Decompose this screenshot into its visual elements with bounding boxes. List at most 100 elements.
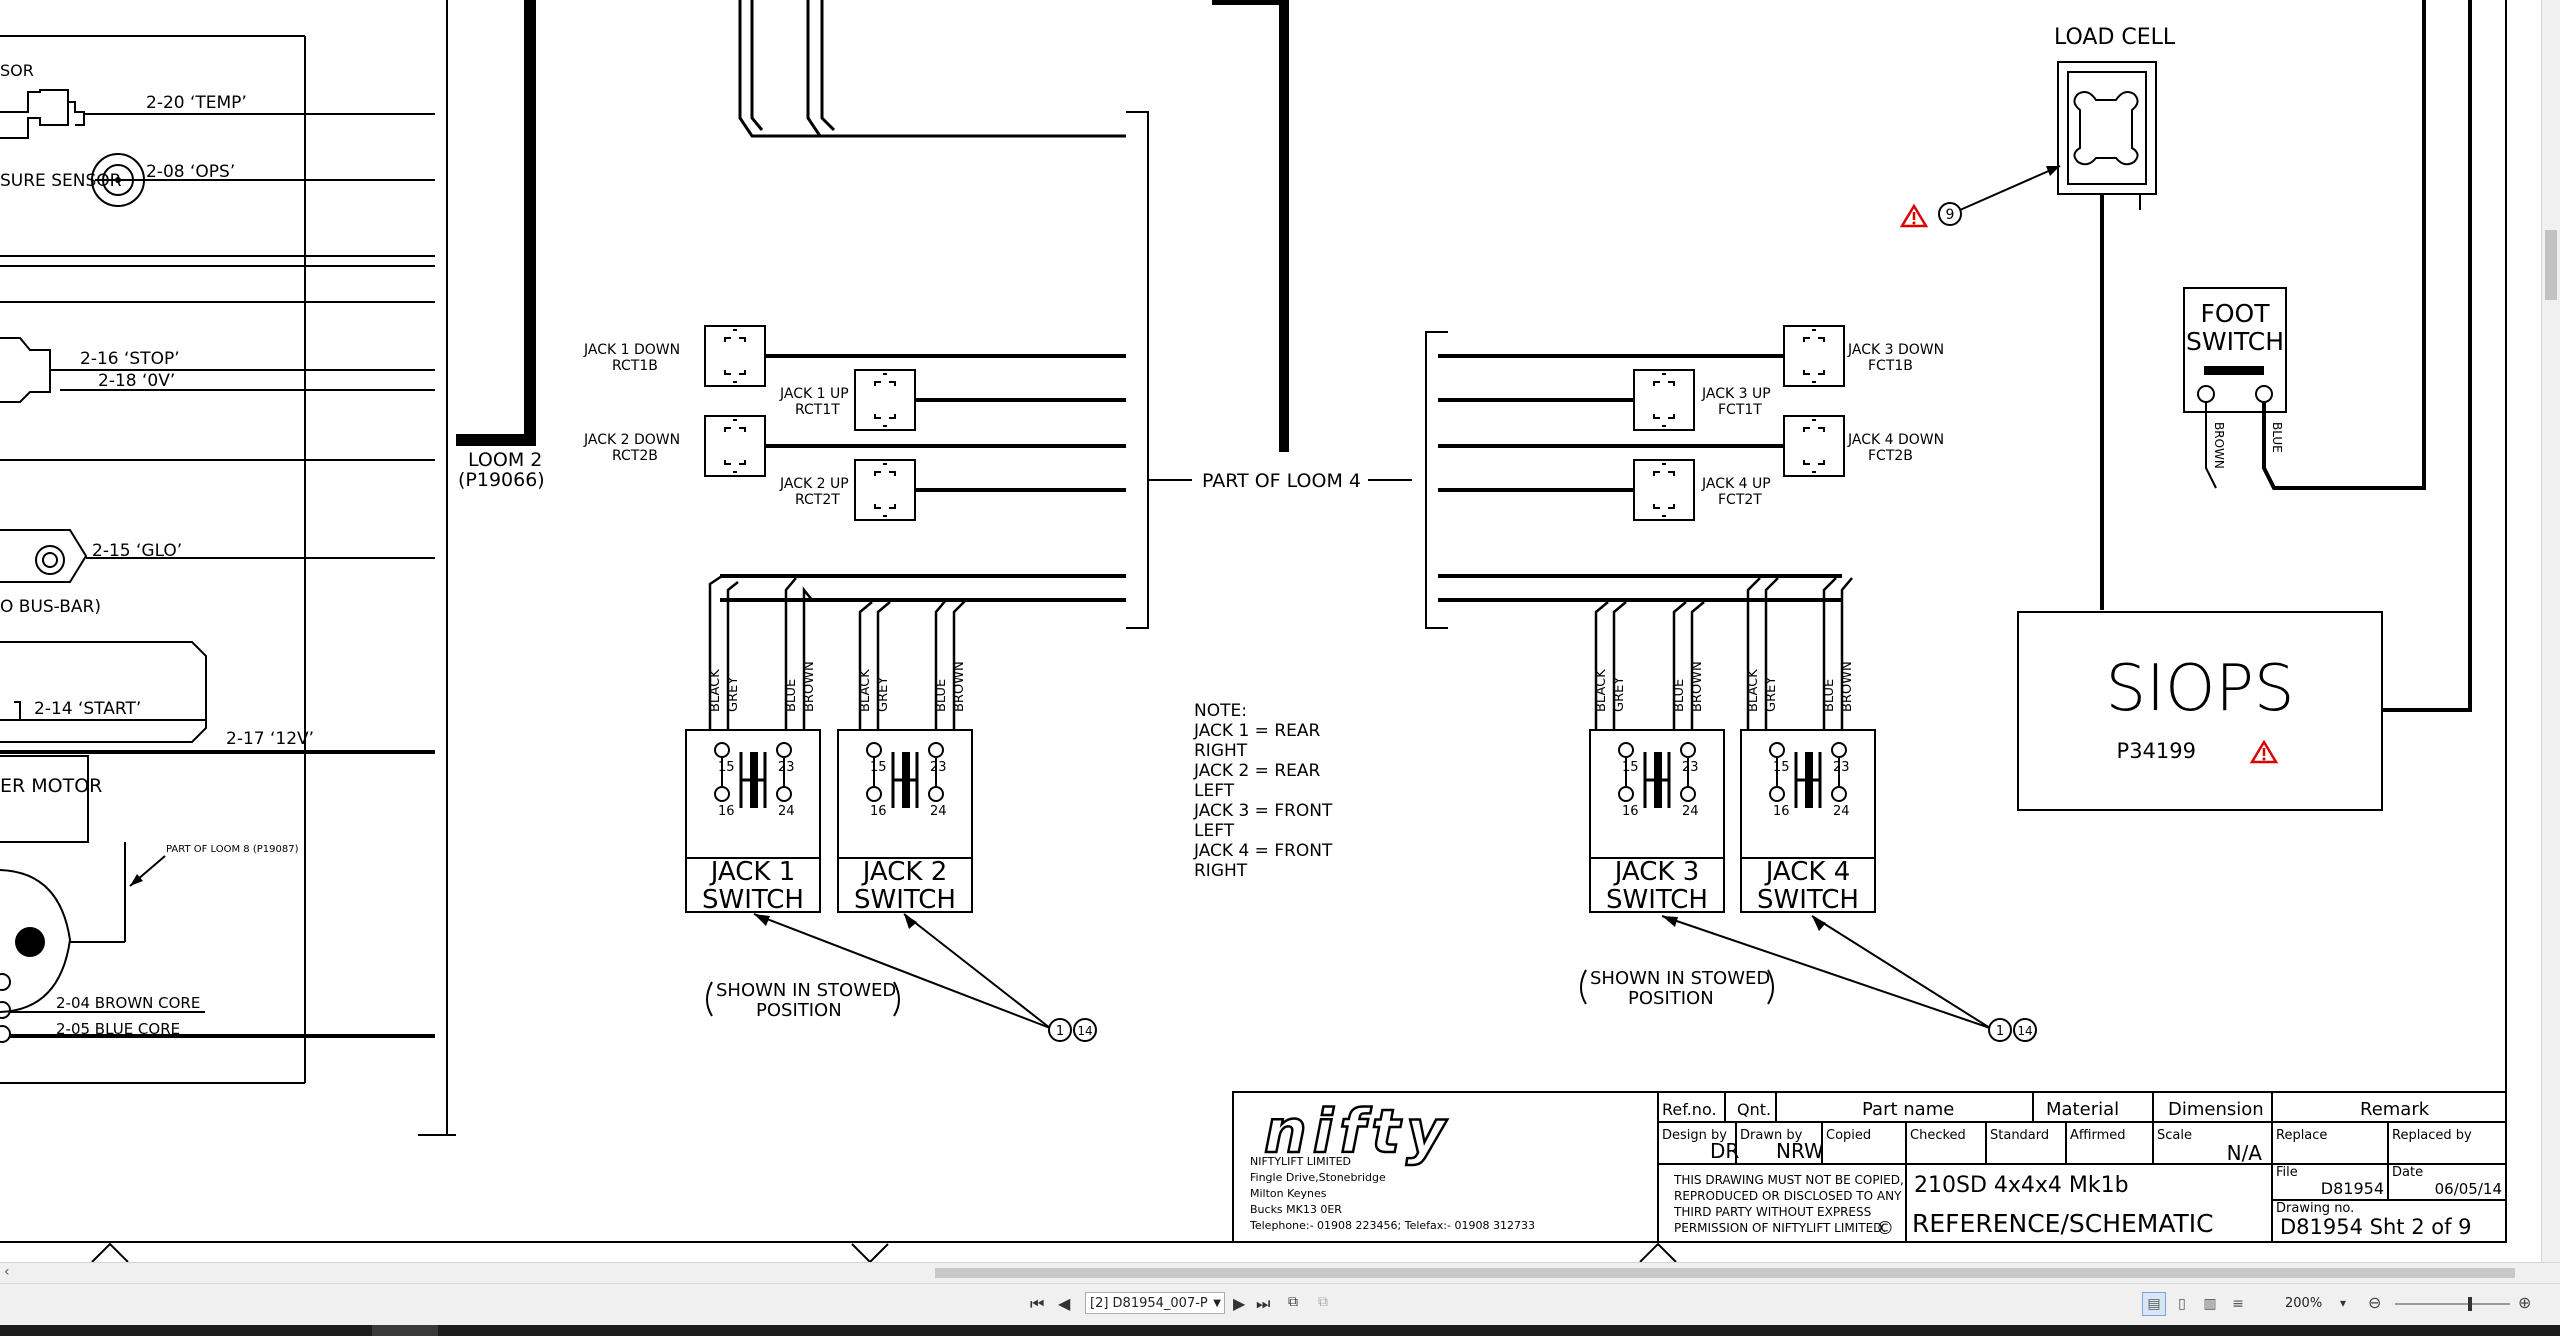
wire-label-black: BLACK — [858, 669, 873, 712]
label-replace: Replace — [2276, 1128, 2327, 1143]
copyright-note: THIRD PARTY WITHOUT EXPRESS — [1673, 1205, 1871, 1219]
glo-wire-label: 2-15 ‘GLO’ — [92, 541, 182, 561]
jack4-up-code: FCT2T — [1718, 492, 1762, 508]
continuous-view-icon[interactable]: ▯ — [2178, 1296, 2186, 1312]
next-page-icon[interactable]: ▶ — [1233, 1294, 1246, 1313]
wire-label-blue: BLUE — [1822, 679, 1837, 712]
note-line: LEFT — [1194, 821, 1235, 841]
stowed-note: SHOWN IN STOWED — [716, 980, 896, 1001]
zoom-dropdown-icon[interactable]: ▾ — [2340, 1296, 2347, 1310]
company-address: Bucks MK13 0ER — [1250, 1203, 1342, 1216]
header-dimension: Dimension — [2168, 1099, 2264, 1120]
switch-label: SWITCH — [854, 885, 956, 915]
wire-label-grey: GREY — [1612, 677, 1627, 712]
taskbar — [0, 1325, 2560, 1336]
balloon-14: 14 — [2017, 1024, 2032, 1038]
ov-wire-label: 2-18 ‘0V’ — [98, 371, 175, 391]
wire-label-brown: BROWN — [2212, 422, 2226, 469]
jack1-switch: 15 16 23 24 JACK 1 SWITCH — [684, 728, 822, 915]
prev-page-icon[interactable]: ◀ — [1058, 1294, 1071, 1313]
contact-24: 24 — [778, 804, 795, 819]
taskbar-active-app[interactable] — [372, 1325, 438, 1336]
vertical-scroll-thumb[interactable] — [2545, 230, 2557, 300]
foot-switch-label-2: SWITCH — [2186, 327, 2284, 356]
siops-part: P34199 — [2117, 739, 2196, 763]
copyright-note: THIS DRAWING MUST NOT BE COPIED, — [1673, 1173, 1904, 1187]
note-line: NOTE: — [1194, 701, 1247, 721]
single-page-view-icon[interactable]: ▤ — [2142, 1292, 2166, 1316]
brown-core-label: 2-04 BROWN CORE — [56, 994, 200, 1012]
contact-24: 24 — [930, 804, 947, 819]
scroll-left-icon[interactable]: ‹ — [4, 1264, 10, 1280]
label-replaced-by: Replaced by — [2392, 1128, 2472, 1143]
label-drawing-no: Drawing no. — [2276, 1201, 2354, 1216]
page-select[interactable]: [2] D81954_007-P ▼ — [1085, 1292, 1225, 1314]
motor-label: ER MOTOR — [0, 775, 102, 797]
zoom-out-icon[interactable]: ⊖ — [2368, 1293, 2382, 1312]
note-line: RIGHT — [1194, 741, 1248, 761]
last-page-icon[interactable]: ⏭ — [1256, 1294, 1271, 1313]
wire-label-brown: BROWN — [952, 661, 967, 712]
copyright-note: PERMISSION OF NIFTYLIFT LIMITED. — [1674, 1221, 1886, 1235]
balloon-14: 14 — [1077, 1024, 1092, 1038]
value-date: 06/05/14 — [2435, 1180, 2502, 1198]
contact-15: 15 — [1773, 760, 1790, 775]
drawing-title: REFERENCE/SCHEMATIC — [1912, 1209, 2214, 1238]
jack2-up-label: JACK 2 UP — [779, 476, 849, 492]
contact-23: 23 — [930, 760, 947, 775]
note-line: LEFT — [1194, 781, 1235, 801]
zoom-slider-knob[interactable] — [2468, 1297, 2472, 1311]
label-design-by: Design by — [1662, 1128, 1727, 1143]
loom4-area: PART OF LOOM 4 JACK 1 DOWN RCT1B JACK 1 … — [583, 0, 2037, 1042]
label-drawn-by: Drawn by — [1740, 1128, 1803, 1143]
paste-icon[interactable]: ⧉ — [1318, 1294, 1328, 1310]
horizontal-scroll-thumb[interactable] — [935, 1268, 2515, 1278]
foot-switch-box — [2183, 287, 2287, 413]
wire-label-black: BLACK — [1594, 669, 1609, 712]
value-scale: N/A — [2227, 1141, 2263, 1165]
part-name-value: 210SD 4x4x4 Mk1b — [1914, 1173, 2129, 1198]
horizontal-scrollbar[interactable]: ‹ — [0, 1262, 2560, 1283]
temp-wire-label: 2-20 ‘TEMP’ — [146, 93, 247, 113]
zoom-in-icon[interactable]: ⊕ — [2518, 1293, 2532, 1312]
fit-view-icon[interactable]: ≡ — [2232, 1296, 2244, 1312]
balloon-9: 9 — [1946, 207, 1955, 223]
label-date: Date — [2392, 1165, 2423, 1180]
contact-24: 24 — [1833, 804, 1850, 819]
wire-label-brown: BROWN — [1840, 661, 1855, 712]
jack-note: NOTE: JACK 1 = REAR RIGHT JACK 2 = REAR … — [1193, 701, 1333, 881]
right-region: LOAD CELL 9 FOOT SWITCH — [1900, 0, 2507, 1238]
switch-label: JACK 2 — [861, 857, 948, 887]
note-line: RIGHT — [1194, 861, 1248, 881]
stop-wire-label: 2-16 ‘STOP’ — [80, 349, 180, 369]
zoom-level[interactable]: 200% — [2285, 1296, 2323, 1311]
facing-view-icon[interactable]: ▥ — [2203, 1296, 2217, 1312]
label-copied: Copied — [1826, 1128, 1871, 1143]
jack3-down-label: JACK 3 DOWN — [1847, 342, 1944, 358]
load-cell — [2057, 61, 2157, 195]
sensor-label: SOR — [0, 61, 34, 80]
copy-icon[interactable]: ⧉ — [1288, 1294, 1298, 1310]
label-standard: Standard — [1990, 1128, 2049, 1143]
contact-15: 15 — [870, 760, 887, 775]
value-drawn-by: NRW — [1776, 1139, 1824, 1163]
zoom-slider[interactable] — [2395, 1297, 2510, 1311]
header-remark: Remark — [2360, 1099, 2430, 1120]
switch-label: SWITCH — [702, 885, 804, 915]
company-address: Milton Keynes — [1250, 1187, 1327, 1200]
first-page-icon[interactable]: ⏮ — [1030, 1294, 1045, 1313]
wire-label-grey: GREY — [726, 677, 741, 712]
contact-15: 15 — [1622, 760, 1639, 775]
warning-icon — [1900, 204, 1928, 228]
vertical-scrollbar[interactable] — [2541, 0, 2560, 1262]
note-line: JACK 4 = FRONT — [1193, 841, 1333, 861]
value-design-by: DR — [1710, 1139, 1739, 1163]
switch-label: JACK 1 — [709, 857, 796, 887]
stowed-note-2: POSITION — [756, 1000, 842, 1021]
wire-label-brown: BROWN — [802, 661, 817, 712]
jack1-up-code: RCT1T — [795, 402, 840, 418]
switch-label: SWITCH — [1606, 885, 1708, 915]
jack4-up-label: JACK 4 UP — [1701, 476, 1771, 492]
jack4-down-label: JACK 4 DOWN — [1847, 432, 1944, 448]
